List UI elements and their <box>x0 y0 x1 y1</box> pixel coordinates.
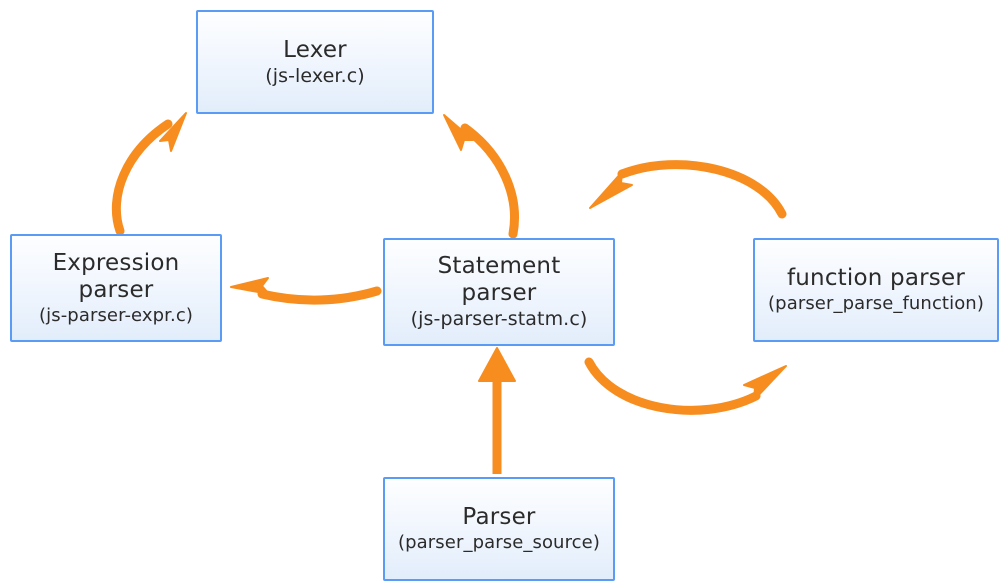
node-function-parser-title: function parser <box>786 265 965 292</box>
node-lexer[interactable]: Lexer (js-lexer.c) <box>196 10 434 114</box>
node-statement-parser-subtitle: (js-parser-statm.c) <box>410 308 588 331</box>
arrow-parser-to-statement <box>478 347 516 474</box>
arrow-expression-to-lexer <box>111 112 187 236</box>
arrow-function-to-statement <box>589 160 787 219</box>
node-lexer-title: Lexer <box>283 36 347 63</box>
node-parser-subtitle: (parser_parse_source) <box>398 532 600 554</box>
node-function-parser[interactable]: function parser (parser_parse_function) <box>753 238 999 342</box>
node-parser[interactable]: Parser (parser_parse_source) <box>383 477 615 581</box>
node-function-parser-subtitle: (parser_parse_function) <box>768 293 984 315</box>
node-expression-parser[interactable]: Expression parser (js-parser-expr.c) <box>10 234 222 342</box>
node-expression-parser-subtitle: (js-parser-expr.c) <box>39 305 193 326</box>
node-statement-parser[interactable]: Statement parser (js-parser-statm.c) <box>383 238 615 346</box>
arrow-statement-to-function <box>584 357 787 415</box>
node-parser-title: Parser <box>462 504 536 531</box>
arrow-statement-to-lexer <box>443 114 519 239</box>
node-lexer-subtitle: (js-lexer.c) <box>265 64 365 87</box>
node-expression-parser-title: Expression parser <box>52 249 180 303</box>
arrow-statement-to-expression <box>230 277 382 305</box>
node-statement-parser-title: Statement parser <box>437 253 561 307</box>
